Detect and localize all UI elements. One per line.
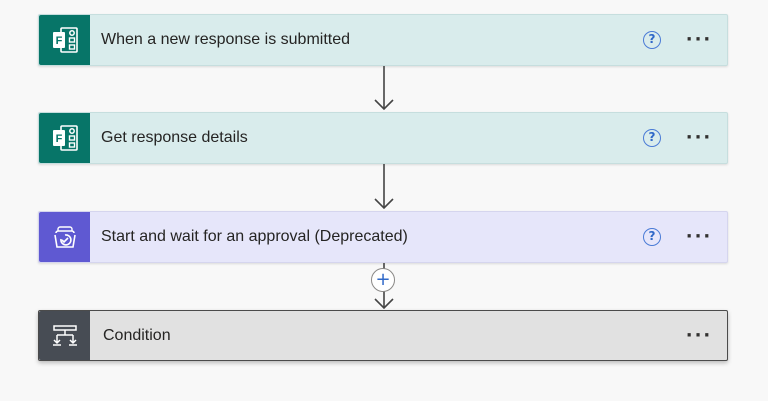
step-card-trigger[interactable]: F When a new response is submitted ? ··· — [38, 14, 728, 66]
step-title[interactable]: Get response details — [101, 129, 248, 146]
step-title[interactable]: Start and wait for an approval (Deprecat… — [101, 228, 408, 245]
svg-text:F: F — [55, 133, 62, 145]
more-options-button[interactable]: ··· — [685, 29, 713, 50]
more-options-button[interactable]: ··· — [685, 226, 713, 247]
forms-icon: F — [39, 113, 90, 163]
add-step-button[interactable]: + — [371, 268, 395, 292]
connector-arrow — [374, 66, 394, 111]
connector-arrow — [374, 164, 394, 210]
step-card-condition[interactable]: Condition ··· — [38, 310, 728, 361]
more-options-button[interactable]: ··· — [685, 127, 713, 148]
help-icon[interactable]: ? — [643, 31, 661, 49]
condition-icon — [39, 311, 90, 360]
step-title[interactable]: Condition — [103, 326, 171, 344]
step-title[interactable]: When a new response is submitted — [101, 31, 351, 48]
step-card-approval[interactable]: Start and wait for an approval (Deprecat… — [38, 211, 728, 263]
help-icon[interactable]: ? — [643, 228, 661, 246]
help-icon[interactable]: ? — [643, 129, 661, 147]
svg-text:F: F — [55, 35, 62, 47]
more-options-button[interactable]: ··· — [685, 324, 713, 346]
approval-icon — [39, 212, 90, 262]
forms-icon: F — [39, 15, 90, 65]
step-card-get-response[interactable]: F Get response details ? ··· — [38, 112, 728, 164]
